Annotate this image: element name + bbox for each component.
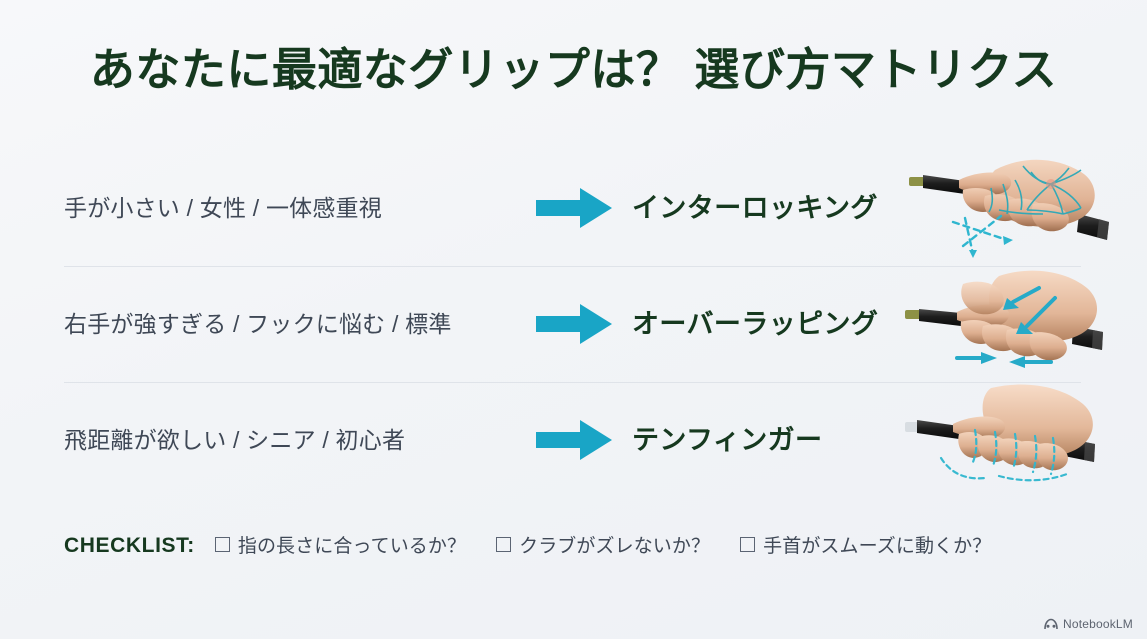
- right-arrow-icon: [536, 302, 614, 346]
- grip-matrix: 手が小さい / 女性 / 一体感重視 インターロッキング: [0, 150, 1147, 498]
- hand-grip-interlocking-photo: [903, 150, 1143, 266]
- checklist: CHECKLIST: 指の長さに合っているか？ クラブがズレないか？ 手首がスム…: [64, 531, 991, 558]
- row-condition-text: 右手が強すぎる / フックに悩む / 標準: [64, 311, 452, 337]
- checklist-item-text: 手首がスムーズに動くか？: [763, 536, 992, 557]
- row-answer-text: インターロッキング: [632, 193, 878, 223]
- checkbox-icon[interactable]: [496, 537, 512, 552]
- checkbox-icon[interactable]: [214, 537, 230, 552]
- right-arrow-icon: [536, 186, 614, 230]
- checklist-label: CHECKLIST:: [64, 534, 195, 557]
- row-condition-text: 飛距離が欲しい / シニア / 初心者: [64, 427, 406, 453]
- checklist-item-text: クラブがズレないか？: [519, 536, 711, 557]
- checklist-item[interactable]: 指の長さに合っているか？: [214, 531, 467, 558]
- row-answer-text: テンフィンガー: [632, 425, 823, 455]
- right-arrow-icon: [536, 418, 614, 462]
- row-condition-text: 手が小さい / 女性 / 一体感重視: [64, 195, 382, 221]
- checklist-item[interactable]: 手首がスムーズに動くか？: [740, 531, 991, 558]
- checkbox-icon[interactable]: [740, 537, 756, 552]
- checklist-item[interactable]: クラブがズレないか？: [496, 531, 710, 558]
- page-title: あなたに最適なグリップは？ 選び方マトリクス: [89, 44, 1058, 95]
- notebooklm-watermark: NotebookLM: [1044, 617, 1133, 631]
- notebooklm-label: NotebookLM: [1062, 617, 1133, 631]
- row-answer-text: オーバーラッピング: [632, 309, 879, 339]
- hand-grip-ten-finger-photo: [903, 382, 1143, 498]
- matrix-row: 手が小さい / 女性 / 一体感重視 インターロッキング: [0, 150, 1147, 266]
- hand-grip-overlapping-photo: [903, 266, 1143, 382]
- matrix-row: 右手が強すぎる / フックに悩む / 標準 オーバーラッピング: [0, 266, 1147, 382]
- checklist-item-text: 指の長さに合っているか？: [237, 536, 467, 557]
- notebooklm-logo-icon: [1044, 618, 1058, 631]
- matrix-row: 飛距離が欲しい / シニア / 初心者 テンフィンガー: [0, 382, 1147, 498]
